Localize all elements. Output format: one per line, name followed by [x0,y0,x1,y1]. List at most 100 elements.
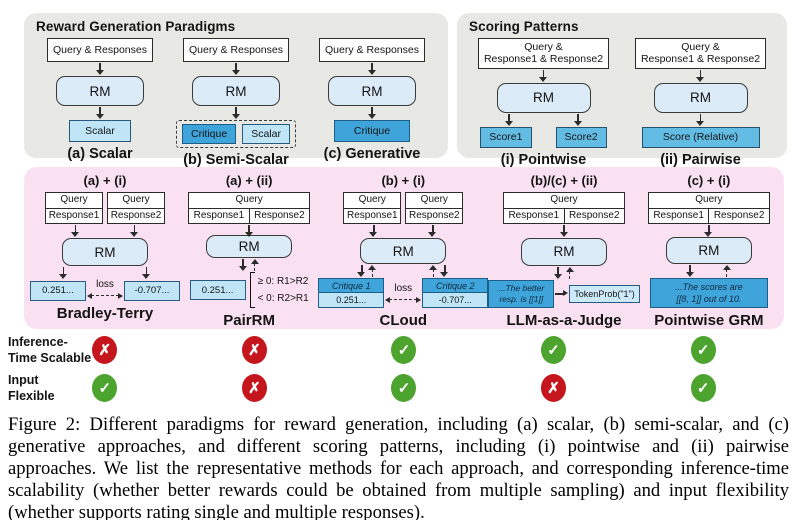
method-header: (b)/(c) + (ii) [530,173,598,188]
top-panels-row: Reward Generation Paradigms Query & Resp… [0,0,800,168]
rm-box: RM [62,238,148,266]
input-stacks: Query Response1 Query Response2 [343,192,464,224]
rule-bracket-group: ≥ 0: R1>R2 < 0: R2>R1 [249,272,309,308]
score1-box: Score1 [480,126,532,148]
arrow-down-icon [440,265,449,277]
query-two-responses-box: Query & Response1 & Response2 [477,38,610,69]
panel-scoring-patterns: Scoring Patterns Query & Response1 & Res… [457,13,787,168]
check-icon: ✓ [92,373,118,402]
panel-methods: (a) + (i) Query Response1 Query Response… [24,167,784,329]
arrow-pair [553,266,575,280]
arrow-down-icon [244,225,254,238]
query-responses-table: Query Response1 Response2 [503,192,625,224]
bracket-icon [249,272,255,308]
criteria-row-inference: Inference- Time Scalable ✗ ✗ ✓ ✓ ✓ [0,332,800,367]
method-name: LLM-as-a-Judge [506,312,622,329]
critique-score-stack: Critique 2 -0.707... [422,278,489,308]
cross-icon: ✗ [241,335,267,364]
cross-icon: ✗ [541,373,567,402]
judge-outputs: ...The better resp. is [[1]] TokenProb("… [488,279,640,308]
scalar-output-box: Scalar [242,124,290,144]
query-responses-table: Query Response1 Response2 [188,192,311,224]
score-outputs: Score1 Score2 [480,126,607,148]
arrow-up-dashed-icon [429,265,438,277]
query-responses-box: Query & Responses [183,38,289,62]
scoring-pairwise: Query & Response1 & Response2 RM Score (… [622,38,779,168]
scoring-caption: (ii) Pairwise [660,151,741,168]
arrow-down-icon [95,107,105,119]
scalar-output-box: Scalar [69,120,131,142]
method-llm-as-a-judge: (b)/(c) + (ii) Query Response1 Response2… [488,172,640,329]
paradigm-scalar: Query & Responses RM Scalar (a) Scalar [32,38,168,168]
arrow-down-icon [367,63,377,75]
loss-double-arrow-icon [385,296,422,305]
method-header: (a) + (i) [83,173,127,188]
score-box: 0.251... [189,280,246,300]
method-header: (c) + (i) [687,173,731,188]
panel-title: Reward Generation Paradigms [36,19,236,34]
criteria-row-input-flexible: Input Flexible ✓ ✗ ✓ ✗ ✓ [0,370,800,405]
method-pointwise-grm: (c) + (i) Query Response1 Response2 RM .… [640,172,778,329]
criteria-label: Inference- Time Scalable [8,335,92,365]
arrow-pair [59,266,151,280]
scoring-pointwise: Query & Response1 & Response2 RM Score1 … [465,38,622,168]
arrow-down-icon [573,113,583,126]
arrow-pairs [357,264,449,278]
scoring-columns: Query & Response1 & Response2 RM Score1 … [465,38,779,168]
arrow-up-dashed-icon [250,259,260,271]
arrow-down-icon [231,63,241,75]
semi-scalar-output-group: Critique Scalar [176,120,296,148]
check-icon: ✓ [690,335,716,364]
rm-box: RM [192,76,280,106]
decision-rules: ≥ 0: R1>R2 < 0: R2>R1 [257,276,309,304]
arrow-down-icon [559,225,569,237]
arrow-pair [238,258,260,272]
cross-icon: ✗ [92,335,118,364]
arrow-pair [369,224,437,238]
arrow-down-icon [504,113,514,126]
score-box: -0.707... [124,280,180,301]
arrow-up-dashed-icon [368,265,377,277]
paradigm-caption: (c) Generative [323,146,421,162]
loss-group: loss [384,278,422,305]
method-name: PairRM [223,312,275,329]
score-outputs: 0.251... loss -0.707... [30,280,180,301]
panel-title: Scoring Patterns [469,19,579,34]
arrow-down-icon [428,225,437,237]
arrow-pair [685,264,732,278]
rm-box: RM [665,237,752,264]
query-response1-stack: Query Response1 [343,192,402,224]
criteria-label: Input Flexible [8,373,55,403]
query-response1-stack: Query Response1 [45,192,103,224]
loss-double-arrow-icon [87,292,123,301]
judge-verdict-box: ...The better resp. is [[1]] [488,279,555,308]
critique-outputs: Critique 1 0.251... loss Critique 2 -0.7… [318,278,489,308]
paradigm-semi-scalar: Query & Responses RM Critique Scalar (b)… [168,38,304,168]
rm-box: RM [360,238,447,264]
score-relative-box: Score (Relative) [641,126,760,148]
paradigm-columns: Query & Responses RM Scalar (a) Scalar Q… [32,38,440,168]
paradigm-generative: Query & Responses RM Critique (c) Genera… [304,38,440,168]
method-name: Bradley-Terry [56,305,154,322]
tokenprob-box: TokenProb("1") [569,284,640,303]
paradigm-caption: (a) Scalar [67,146,133,162]
critique-score-stack: Critique 1 0.251... [318,278,385,308]
criteria-values: ✗ ✗ ✓ ✓ ✓ [24,332,784,367]
rm-box: RM [328,76,416,106]
rm-box: RM [56,76,144,106]
rm-box: RM [496,82,591,113]
arrow-down-icon [367,107,377,119]
figure-caption: Figure 2: Different paradigms for reward… [8,414,789,520]
method-header: (b) + (i) [381,173,426,188]
query-responses-box: Query & Responses [319,38,425,62]
query-responses-table: Query Response1 Response2 [647,192,770,224]
score-output: 0.251... ≥ 0: R1>R2 < 0: R2>R1 [189,272,309,308]
critique-output-box: Critique [182,124,237,144]
check-icon: ✓ [391,335,417,364]
arrow-down-icon [696,113,705,126]
arrow-up-dashed-icon [565,266,575,279]
rm-box: RM [521,237,607,266]
method-cloud: (b) + (i) Query Response1 Query Response… [318,172,489,329]
arrow-down-icon [553,266,563,279]
